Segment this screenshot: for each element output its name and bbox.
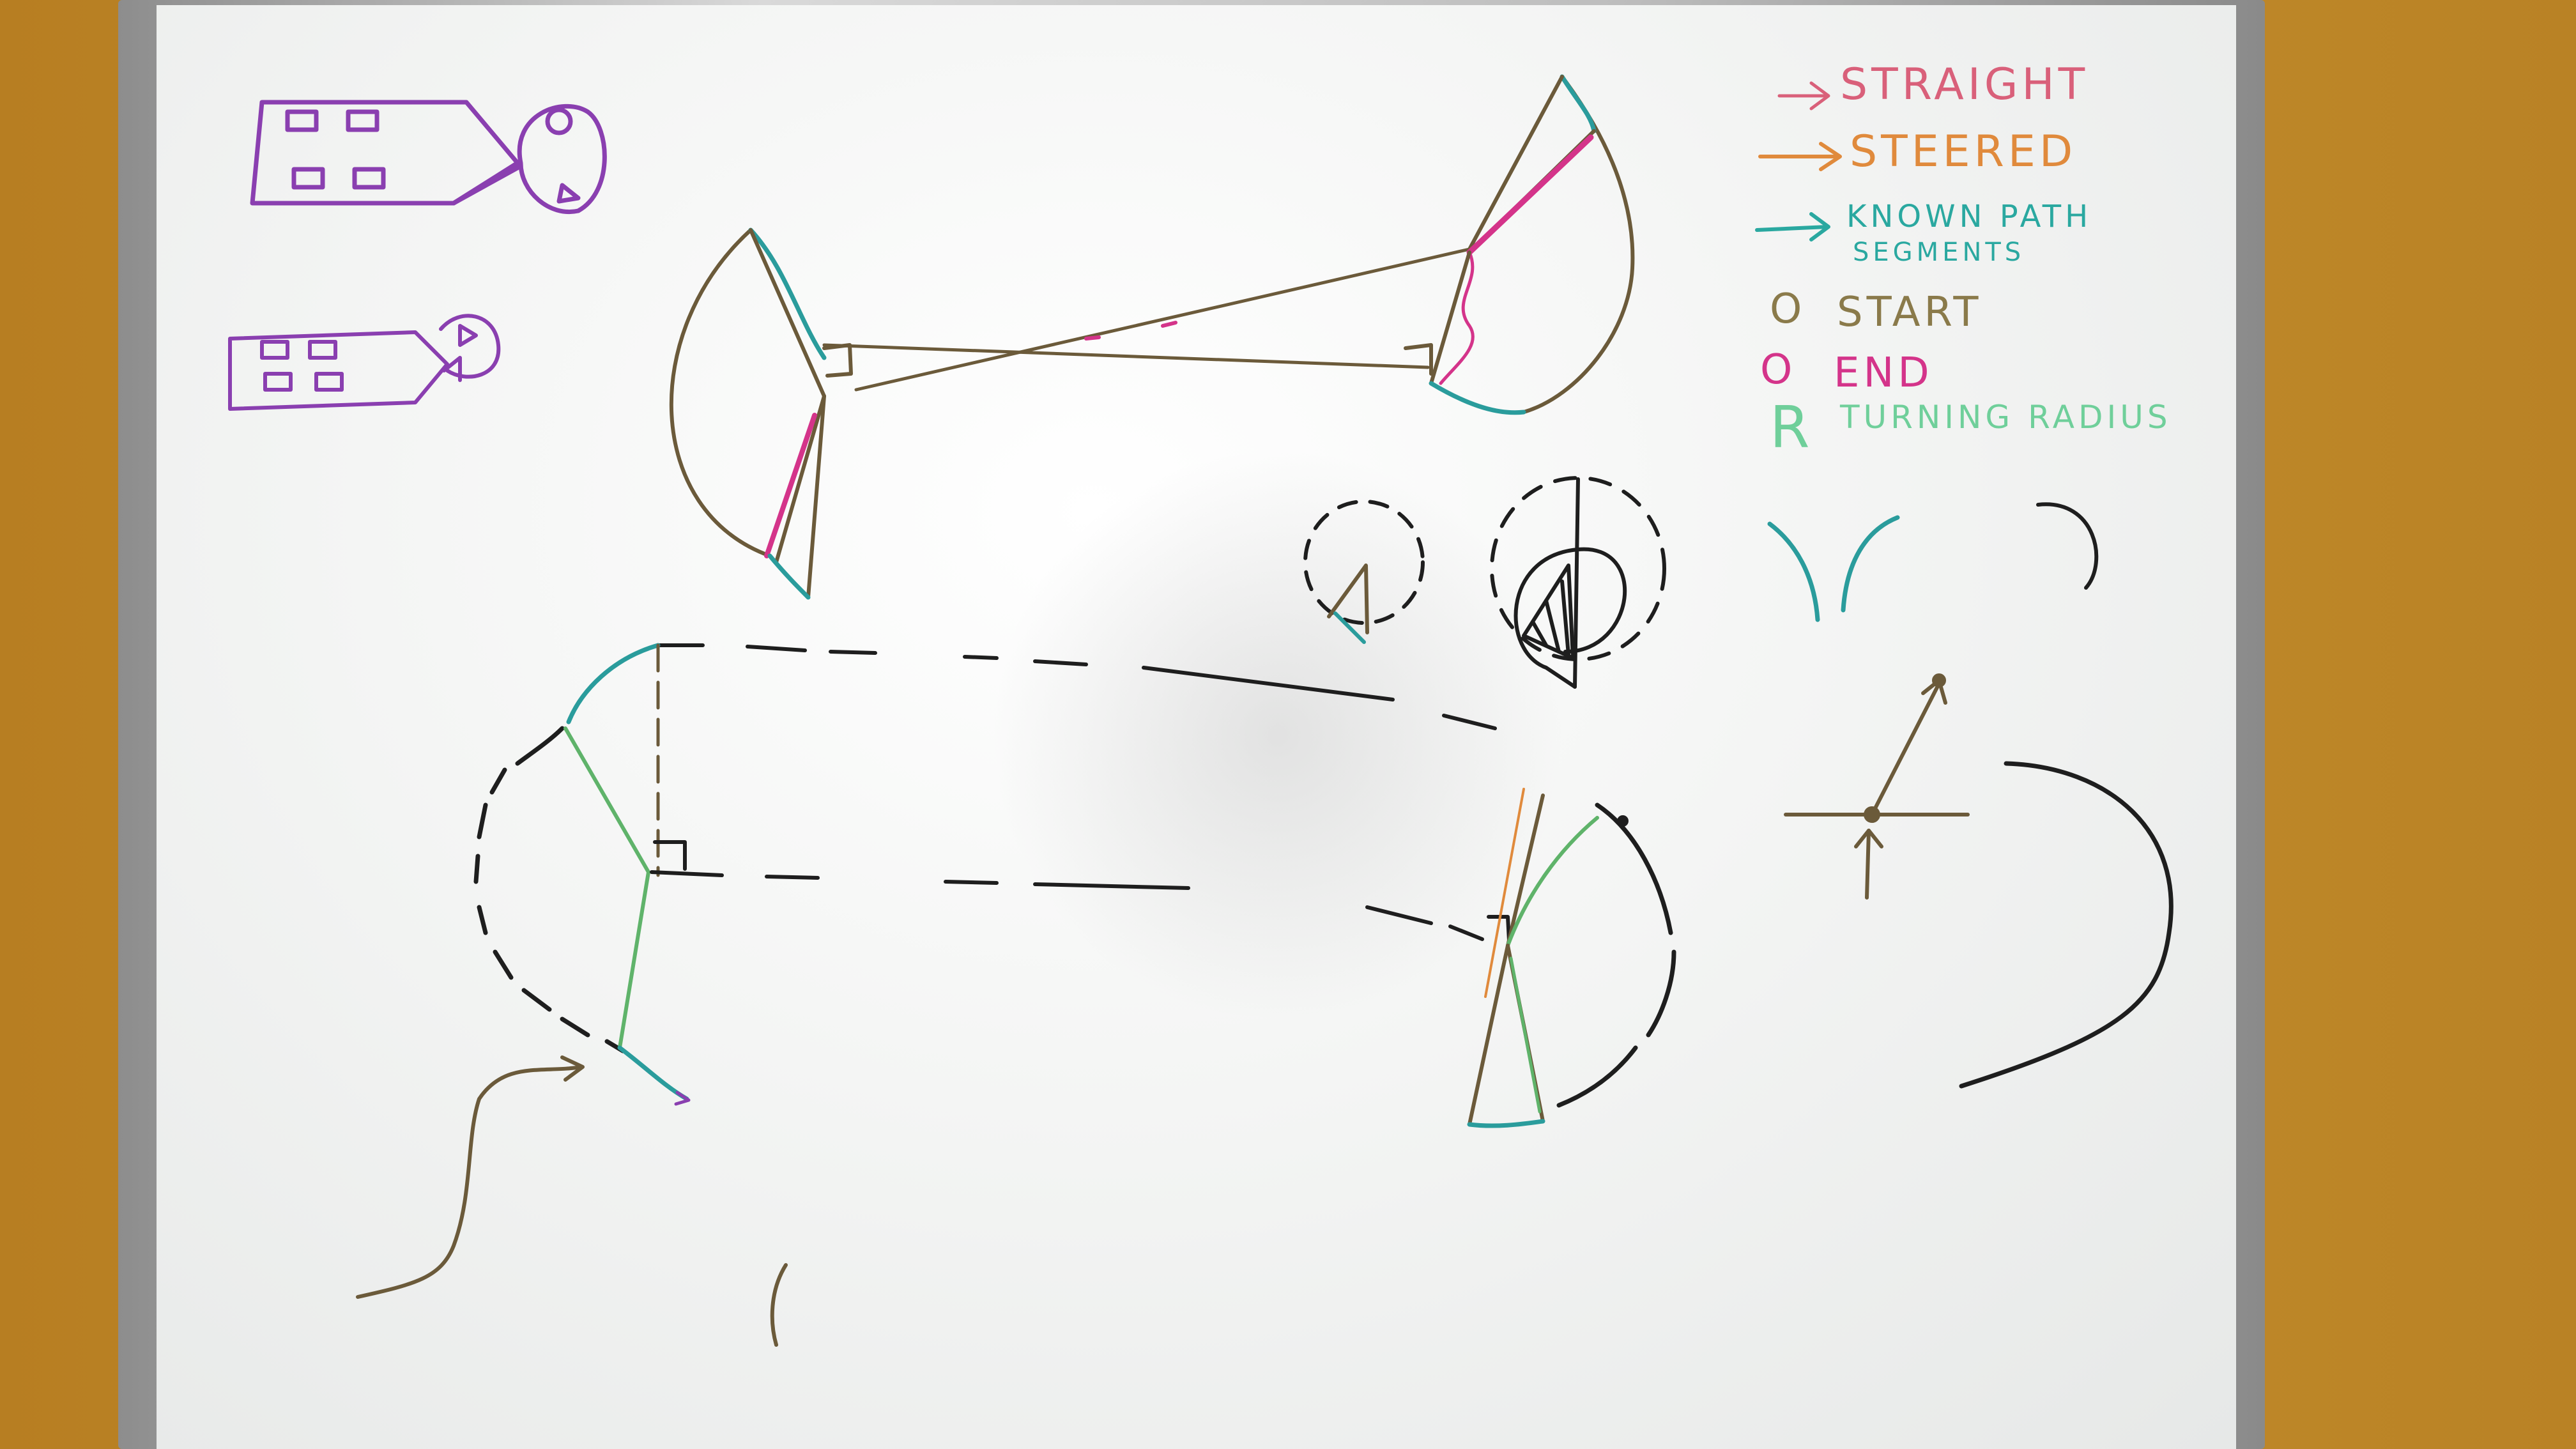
small-turning-circle [1303,500,1425,644]
legend-known-path-line1: KNOWN PATH [1846,199,2092,234]
legend-steered: STEERED [1758,126,2076,177]
start-arrow-icon [1784,673,1970,900]
lower-path-diagram [473,643,1676,1128]
legend-end-label: END [1834,349,1933,397]
legend-start-symbol: O [1770,286,1805,333]
upper-path-diagram [669,74,1635,600]
legend-end-symbol: O [1760,346,1796,394]
legend-known-path-line2: SEGMENTS [1853,238,2025,267]
squiggle-arrow [356,1055,788,1347]
teal-curves [1767,515,1900,622]
car-with-trailer-small-icon [228,314,501,411]
large-turning-circle [1490,476,1666,689]
legend-straight-label: STRAIGHT [1840,59,2089,110]
legend: STRAIGHT STEERED KNOWN PATH SEGMENTS O S… [1755,59,2172,461]
legend-turning-radius: R TURNING RADIUS [1770,394,2172,461]
legend-steered-label: STEERED [1850,126,2076,177]
legend-turning-radius-label: TURNING RADIUS [1839,399,2172,436]
legend-end: O END [1760,346,1933,397]
legend-straight: STRAIGHT [1777,59,2089,111]
legend-known-path: KNOWN PATH SEGMENTS [1755,199,2092,267]
legend-turning-radius-symbol: R [1770,394,1814,461]
light-glare [990,447,1565,1022]
whiteboard-surface [157,5,2236,1449]
small-arc [2036,502,2099,590]
large-right-arc [1959,761,2174,1089]
legend-start: O START [1770,286,1982,336]
car-with-trailer-icon [250,100,607,214]
legend-start-label: START [1837,289,1982,336]
